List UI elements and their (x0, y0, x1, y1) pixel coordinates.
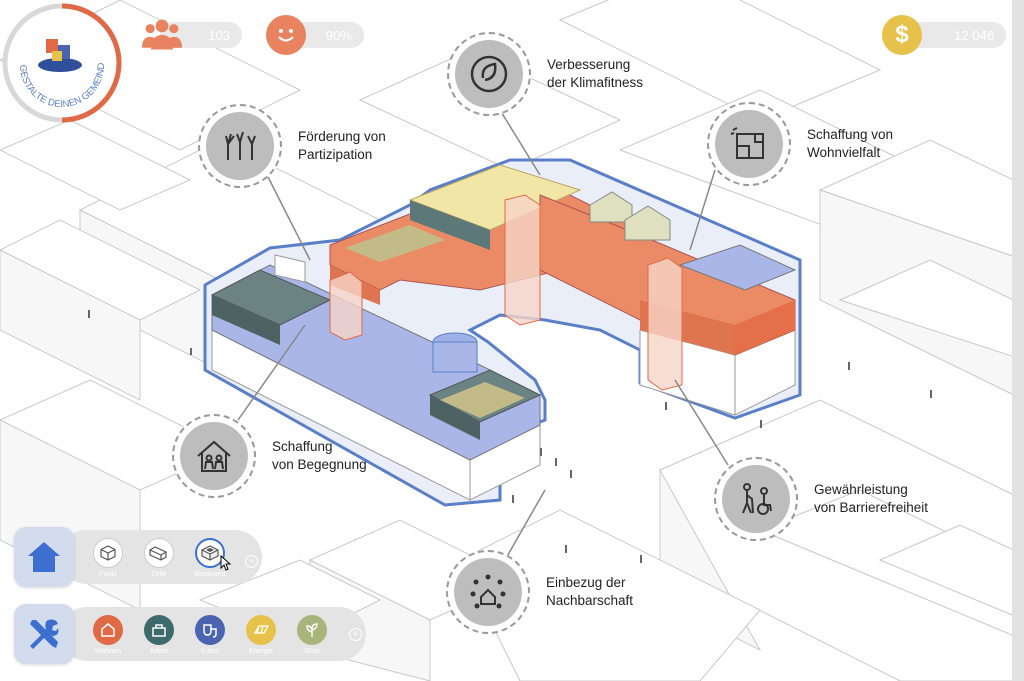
raised-hands-icon (225, 131, 256, 160)
house-family-icon (197, 440, 231, 472)
function-label: Kultur (200, 648, 220, 655)
callout-partizipation[interactable]: Förderung von Partizipation (198, 104, 386, 188)
tools-menu-button[interactable] (14, 604, 74, 664)
people-icon (142, 15, 182, 55)
housing-icon (101, 623, 115, 637)
function-menu-more-icon[interactable]: + (349, 628, 362, 641)
build-type-label: Blockrand (194, 571, 226, 578)
callout-barrierefreiheit[interactable]: Gewährleistung von Barrierefreiheit (714, 457, 928, 541)
callout-label: Schaffung von Begegnung (272, 439, 367, 472)
wheelchair-elderly-icon (742, 483, 772, 515)
callout-begegnung[interactable]: Schaffung von Begegnung (172, 414, 367, 498)
callout-label: Verbesserung der Klimafitness (547, 57, 644, 90)
neighborhood-network-icon (470, 574, 506, 609)
build-type-blockrand[interactable]: Blockrand (194, 538, 226, 578)
tools-icon (30, 619, 59, 649)
game-logo: GESTALTE DEINEN GEMEINDEHUT (0, 0, 122, 123)
green-icon (306, 623, 318, 637)
build-type-zeile[interactable]: Zeile (143, 538, 175, 578)
callout-nachbarschaft[interactable]: Einbezug der Nachbarschaft (446, 550, 633, 634)
function-energie[interactable]: Energie (245, 615, 277, 655)
dollar-coin-icon: $ (882, 15, 922, 55)
cube-block-icon (201, 545, 219, 561)
cube-row-icon (149, 546, 167, 561)
callout-label: Gewährleistung von Barrierefreiheit (814, 482, 929, 515)
function-label: Grün (304, 648, 320, 655)
culture-icon (203, 624, 217, 638)
energy-icon (253, 625, 270, 634)
callout-wohnvielfalt[interactable]: Schaffung von Wohnvielfalt (707, 102, 893, 186)
callout-klimafitness[interactable]: Verbesserung der Klimafitness (447, 32, 643, 116)
people-figures (88, 310, 932, 563)
function-arbeit[interactable]: Arbeit (143, 615, 175, 655)
callout-label: Förderung von Partizipation (298, 129, 386, 162)
smiley-icon (266, 15, 306, 55)
cube-point-icon (100, 545, 116, 561)
function-wohnen[interactable]: Wohnen (92, 615, 124, 655)
floorplan-icon (730, 127, 764, 159)
work-icon (152, 624, 166, 637)
budget-value: 12 046 (954, 27, 994, 43)
function-gruen[interactable]: Grün (296, 615, 328, 655)
satisfaction-value: 90% (325, 27, 352, 43)
callout-label: Schaffung von Wohnvielfalt (807, 127, 894, 160)
build-type-label: Zeile (151, 571, 167, 578)
callout-leaders (237, 109, 729, 561)
function-label: Arbeit (149, 648, 169, 655)
build-type-punkt[interactable]: Punkt (92, 538, 124, 578)
mouse-cursor-icon (220, 555, 232, 571)
function-kultur[interactable]: Kultur (194, 615, 226, 655)
build-menu-button[interactable] (14, 527, 74, 587)
function-label: Energie (248, 648, 274, 655)
callout-label: Einbezug der Nachbarschaft (546, 575, 634, 608)
population-value: 103 (208, 27, 230, 43)
build-menu-more-icon[interactable]: + (245, 555, 258, 568)
build-type-label: Punkt (99, 571, 117, 578)
house-icon (28, 542, 60, 572)
function-label: Wohnen (95, 648, 121, 655)
leaf-circle-icon (470, 55, 508, 93)
main-building[interactable] (210, 164, 797, 501)
